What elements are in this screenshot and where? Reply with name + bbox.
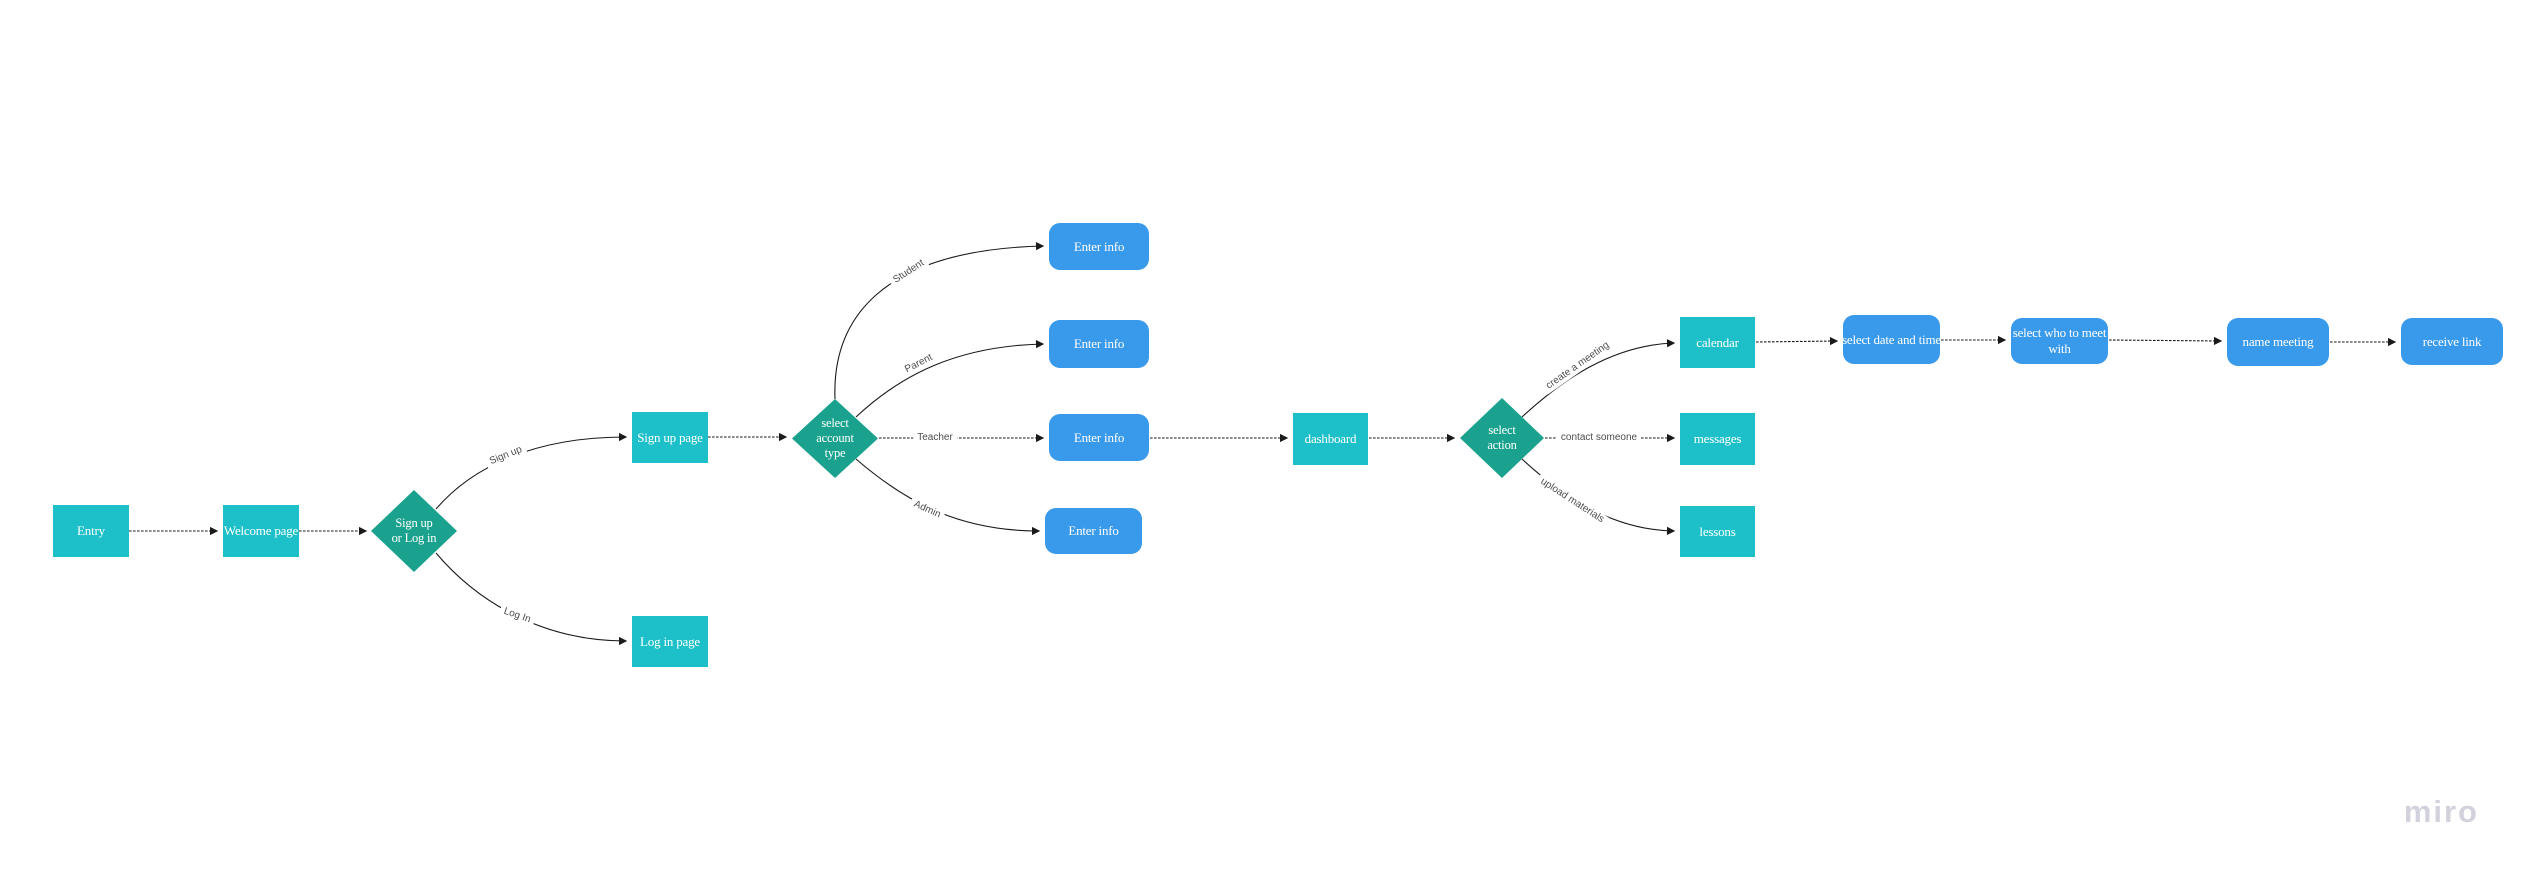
edge-label-upload-materials-branch[interactable]: upload materials [1534, 473, 1610, 529]
node-calendar[interactable]: calendar [1680, 317, 1755, 368]
edge-label-create-meeting-branch[interactable]: create a meeting [1540, 337, 1616, 395]
edge-label-signup-branch[interactable]: Sign up [484, 442, 528, 470]
node-receive-link[interactable]: receive link [2401, 318, 2503, 365]
node-lessons[interactable]: lessons [1680, 506, 1755, 557]
edge-who-to-name-meeting[interactable] [2108, 336, 2223, 346]
edge-calendar-to-datetime[interactable] [1755, 336, 1839, 346]
node-enter-info-student[interactable]: Enter info [1049, 223, 1149, 270]
node-enter-info-teacher[interactable]: Enter info [1049, 414, 1149, 461]
edge-admin-branch[interactable] [855, 458, 1041, 536]
node-login-page[interactable]: Log in page [632, 616, 708, 667]
node-signup-or-login[interactable]: Sign up or Log in [371, 490, 457, 572]
edge-label-student-branch[interactable]: Student [887, 255, 931, 289]
node-welcome-page[interactable]: Welcome page [223, 505, 299, 557]
node-entry[interactable]: Entry [53, 505, 129, 557]
edge-label-login-branch[interactable]: Log In [498, 604, 536, 628]
edge-create-meeting-branch[interactable] [1521, 339, 1676, 418]
edge-signup-branch[interactable] [435, 432, 628, 510]
edge-student-branch[interactable] [834, 242, 1045, 400]
node-enter-info-parent[interactable]: Enter info [1049, 320, 1149, 368]
edge-label-contact-someone-branch[interactable]: contact someone [1556, 432, 1642, 444]
node-name-meeting[interactable]: name meeting [2227, 318, 2329, 366]
edge-login-branch[interactable] [435, 552, 628, 646]
edge-label-teacher-branch[interactable]: Teacher [913, 432, 957, 444]
node-select-date-time[interactable]: select date and time [1842, 315, 1941, 364]
node-enter-info-admin[interactable]: Enter info [1045, 508, 1142, 554]
node-signup-page[interactable]: Sign up page [632, 412, 708, 463]
node-dashboard[interactable]: dashboard [1293, 413, 1368, 465]
node-messages[interactable]: messages [1680, 413, 1755, 465]
edge-label-admin-branch[interactable]: Admin [907, 497, 947, 523]
miro-watermark: miro [2403, 794, 2479, 829]
node-select-who[interactable]: select who to meet with [2011, 318, 2108, 364]
node-select-action[interactable]: select action [1460, 398, 1544, 478]
edge-parent-branch[interactable] [855, 340, 1045, 418]
edge-label-parent-branch[interactable]: Parent [899, 350, 939, 378]
